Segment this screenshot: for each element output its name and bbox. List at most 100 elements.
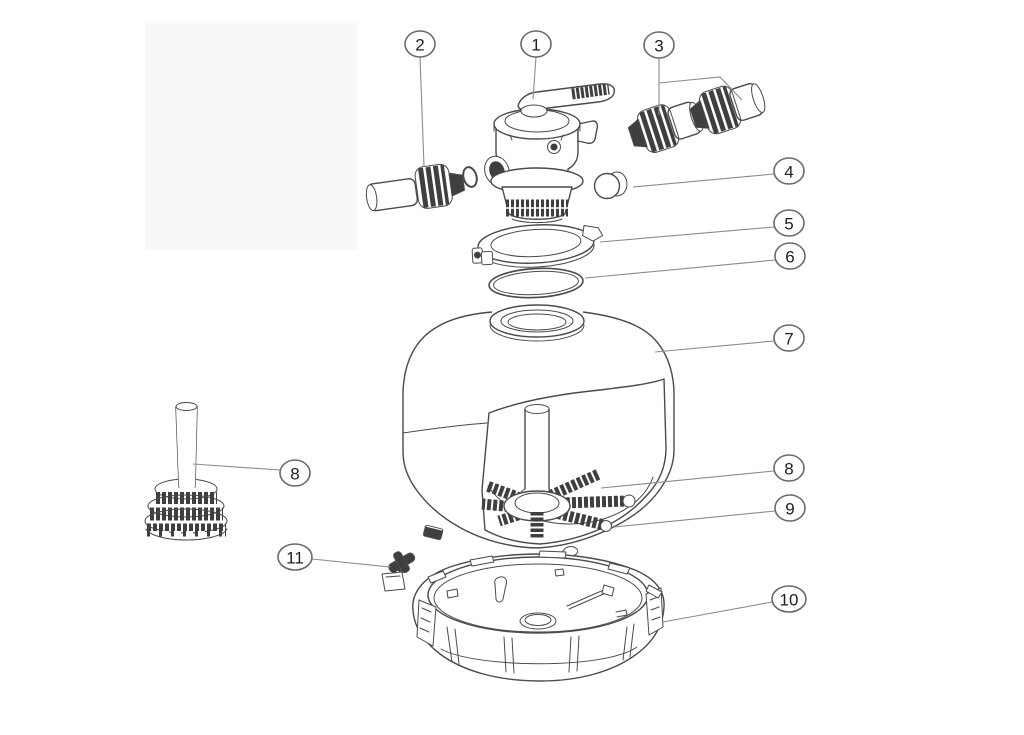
- callout-label: 8: [784, 460, 793, 479]
- tank-neck-collar: [489, 324, 585, 342]
- stack-bottom-arc: [145, 528, 228, 541]
- callout-6: 6: [584, 242, 806, 279]
- union-fitting-b: [689, 82, 766, 135]
- callout-leader-line: [632, 173, 775, 188]
- tank-neck-opening: [507, 313, 567, 331]
- lateral-right-tip: [622, 494, 636, 508]
- part-11-drain-plug: [381, 551, 416, 592]
- corner-pillar-left-ribs: [419, 607, 432, 633]
- tank-bottom-fitting: [422, 524, 444, 541]
- part-3-union-fittings: [627, 82, 766, 153]
- adapter-nut-ribs: [418, 164, 450, 208]
- callout-label: 7: [784, 330, 793, 349]
- panel-divider-midright: [568, 635, 580, 673]
- callout-4: 4: [632, 157, 805, 188]
- part-6-o-ring: [488, 267, 584, 299]
- o-ring-inner: [493, 270, 579, 296]
- watermark-block: [145, 23, 357, 250]
- callout-leader-line: [599, 226, 775, 243]
- tank-neck: [489, 304, 585, 342]
- rim-tab-5: [645, 584, 663, 599]
- clamp-bolt: [473, 251, 481, 259]
- tank-bottom-fitting-body: [422, 524, 444, 541]
- callout-leader-line: [613, 510, 776, 528]
- drain-plug-bracket-line: [385, 575, 401, 578]
- tank-bottom-fitting-edge: [426, 525, 443, 531]
- valve-lid-tick-br: [560, 134, 564, 141]
- standpipe-top-opening: [524, 404, 550, 414]
- panel-divider-left: [446, 626, 460, 665]
- callout-10: 10: [662, 585, 807, 623]
- panel-divider-midleft: [503, 636, 515, 674]
- panel-divider-right: [622, 623, 635, 661]
- callout-leader-line: [584, 259, 776, 279]
- callout-circle: [773, 157, 805, 185]
- pipe-top-opening: [175, 402, 198, 411]
- valve-lid-tick-bl: [509, 134, 513, 141]
- callout-circle: [771, 585, 807, 613]
- pipe-fill: [176, 407, 197, 487]
- valve-sight-port-center: [550, 143, 558, 151]
- rim-tab-1: [469, 555, 495, 567]
- callout-2: 2: [404, 30, 436, 167]
- callout-circle: [773, 454, 805, 482]
- callout-label: 6: [785, 248, 794, 267]
- union-a-tip: [627, 118, 648, 148]
- lateral-hub: [503, 490, 571, 522]
- callout-circle: [774, 242, 806, 270]
- rim-tab-4: [427, 570, 447, 584]
- callout-5: 5: [599, 209, 805, 243]
- callout-8: 8: [192, 459, 311, 487]
- callout-label: 10: [780, 591, 799, 610]
- callout-circle: [773, 209, 805, 237]
- lateral-right: [559, 495, 628, 509]
- callout-leader-line: [658, 76, 743, 101]
- callout-label: 11: [286, 549, 304, 568]
- base-top-rim-line: [433, 563, 643, 633]
- base-rim-tabs: [427, 550, 663, 599]
- callout-label: 9: [785, 500, 794, 519]
- lateral-lower-right-tip: [600, 520, 612, 532]
- callout-circle: [279, 459, 311, 487]
- callout-leader-line: [419, 56, 425, 167]
- base-teardrop-slot: [494, 576, 508, 603]
- callout-label: 8: [290, 465, 299, 484]
- callout-leader-line: [532, 56, 537, 100]
- callout-8: 8: [600, 454, 805, 489]
- callout-circle: [773, 324, 805, 352]
- base-square-slot-a: [554, 568, 565, 577]
- small-o-ring-shape: [462, 166, 478, 188]
- callout-7: 7: [654, 324, 805, 353]
- base-long-slot-end: [601, 584, 615, 597]
- clamp-inner: [490, 228, 582, 258]
- part-2-union-fitting: [365, 163, 465, 212]
- callout-circle: [277, 543, 313, 571]
- part-1-multiport-valve: [484, 83, 616, 224]
- rim-tab-2: [538, 550, 567, 559]
- callout-label: 5: [784, 215, 793, 234]
- part-9-lateral-assembly: [481, 468, 636, 538]
- part-7-tank: [402, 304, 675, 557]
- callout-circle: [404, 30, 436, 58]
- callout-leader-line: [311, 558, 391, 568]
- valve-hub: [520, 104, 548, 118]
- callout-label: 2: [415, 36, 424, 55]
- callout-circle: [643, 31, 675, 59]
- drain-plug-bracket: [381, 571, 406, 592]
- callout-circle: [774, 494, 806, 522]
- union-b-tube-end: [751, 83, 766, 113]
- callout-label: 4: [784, 163, 793, 182]
- o-ring-outer: [488, 267, 584, 299]
- callout-3: 3: [643, 31, 743, 115]
- valve-handle-grip: [571, 83, 610, 100]
- adapter-tube-end: [365, 184, 378, 212]
- callout-leader-line: [662, 601, 773, 623]
- base-center-hole-inner: [524, 614, 552, 626]
- callout-leader-line: [192, 463, 281, 471]
- union-b-tip: [689, 100, 710, 129]
- part-8-standpipe-assembly: [144, 402, 228, 541]
- callout-label: 3: [654, 37, 663, 56]
